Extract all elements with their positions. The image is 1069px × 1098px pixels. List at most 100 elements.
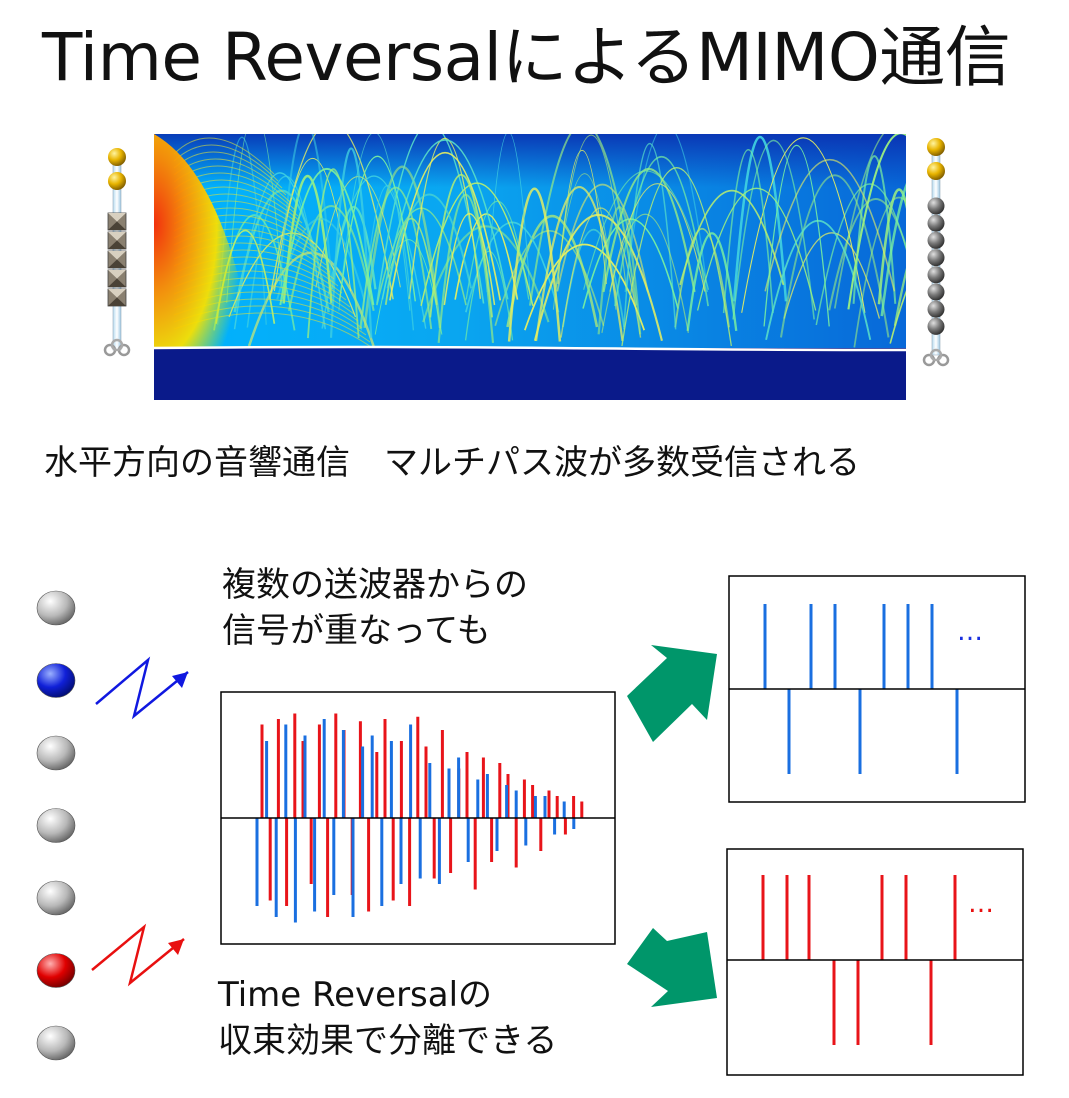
figure-caption: 水平方向の音響通信 マルチパス波が多数受信される xyxy=(44,443,860,483)
hydrophone-sphere-icon xyxy=(927,283,945,301)
multipath-arc xyxy=(359,186,433,330)
multipath-arc xyxy=(686,232,738,332)
multipath-arc xyxy=(338,155,416,302)
gold-sphere-icon xyxy=(108,172,126,190)
gold-sphere-icon xyxy=(927,162,945,180)
multipath-arc xyxy=(741,137,866,313)
pyramid-transducer-icon xyxy=(107,288,127,307)
multipath-arc xyxy=(523,243,646,331)
multipath-arc xyxy=(880,182,906,317)
blue-transmitter-sphere-icon xyxy=(36,663,76,698)
hydrophone-sphere-icon xyxy=(927,231,945,249)
multipath-arc xyxy=(376,134,485,304)
separation-note: Time Reversalの 収束効果で分離できる xyxy=(218,972,557,1064)
multipath-arc xyxy=(360,185,415,331)
seafloor-line xyxy=(154,345,906,352)
multipath-arc xyxy=(764,159,896,292)
multipath-arc xyxy=(732,135,788,302)
gray-transmitter-sphere-icon xyxy=(36,880,76,916)
multipath-arc xyxy=(506,215,599,328)
pyramid-transducer-icon xyxy=(107,269,127,288)
multipath-arc xyxy=(437,194,495,343)
left-transducer-array xyxy=(103,148,131,357)
hydrophone-sphere-icon xyxy=(927,317,945,335)
multipath-arc xyxy=(722,148,774,314)
multipath-arc xyxy=(601,213,689,333)
multipath-arc xyxy=(408,137,482,299)
multipath-arc xyxy=(833,134,885,309)
page-title: Time ReversalによるMIMO通信 xyxy=(42,19,1011,96)
hydrophone-spheres xyxy=(927,197,945,335)
gray-transmitter-sphere-icon xyxy=(36,735,76,771)
multipath-arc xyxy=(422,225,550,323)
multipath-arc xyxy=(507,187,562,342)
overlap-note-line-1: 複数の送波器からの xyxy=(222,565,528,605)
overlap-note: 複数の送波器からの 信号が重なっても xyxy=(222,562,528,654)
multipath-arc xyxy=(852,155,897,304)
multipath-arc xyxy=(696,187,817,311)
multipath-arc xyxy=(597,206,642,335)
multipath-arc xyxy=(828,198,906,311)
transmitter-column xyxy=(36,590,76,1061)
multipath-arc xyxy=(583,170,710,290)
red-separated-chart: … xyxy=(726,848,1024,1076)
multipath-arc xyxy=(609,183,706,292)
multipath-arc xyxy=(624,134,709,293)
separation-note-line-2: 収束効果で分離できる xyxy=(218,1021,558,1061)
multipath-arc xyxy=(555,134,628,291)
gray-transmitter-sphere-icon xyxy=(36,1025,76,1061)
red-transmitter-sphere-icon xyxy=(36,953,76,988)
multipath-arc xyxy=(534,186,624,342)
multipath-arc xyxy=(443,213,496,306)
hydrophone-sphere-icon xyxy=(927,266,945,284)
green-arrow-down-right xyxy=(627,928,717,1007)
gray-transmitter-sphere-icon xyxy=(36,808,76,843)
separation-note-line-1: Time Reversalの xyxy=(218,975,493,1015)
blue-separated-chart: … xyxy=(728,575,1026,803)
hydrophone-sphere-icon xyxy=(927,214,945,232)
multipath-arc xyxy=(889,290,906,344)
multipath-arc xyxy=(494,229,605,327)
anchor-icon xyxy=(103,338,131,357)
pyramid-transducer-icon xyxy=(107,231,127,250)
overlap-note-line-2: 信号が重なっても xyxy=(222,611,491,651)
multipath-arc xyxy=(420,182,534,307)
gold-sphere-icon xyxy=(108,148,126,166)
hydrophone-sphere-icon xyxy=(927,197,945,215)
near-source-wavefront xyxy=(173,137,275,175)
multipath-arc xyxy=(847,134,906,310)
multipath-arc xyxy=(815,183,906,326)
hydrophone-sphere-icon xyxy=(927,249,945,267)
multipath-arc xyxy=(464,250,514,341)
multipath-arc xyxy=(621,167,732,347)
pyramid-transducer-icon xyxy=(107,212,127,231)
right-receiver-array xyxy=(922,138,950,367)
multipath-arc xyxy=(779,174,890,338)
multipath-arc xyxy=(329,147,373,338)
multipath-arc xyxy=(465,200,530,300)
gold-sphere-icon xyxy=(927,138,945,156)
multipath-arc xyxy=(307,168,360,339)
multipath-arc xyxy=(429,174,494,318)
green-arrow-up-right xyxy=(627,645,717,742)
multipath-arc xyxy=(679,189,785,286)
pyramid-transducer-icon xyxy=(107,250,127,269)
multipath-arc xyxy=(282,175,333,304)
multipath-arc xyxy=(363,165,442,329)
gray-transmitter-sphere-icon xyxy=(36,590,76,626)
propagation-simulation-image xyxy=(154,134,906,400)
multipath-arc xyxy=(528,134,638,306)
multipath-arc xyxy=(381,139,509,300)
multipath-arc xyxy=(278,134,333,285)
seafloor-region xyxy=(154,348,906,400)
multipath-arc xyxy=(386,193,473,289)
near-source-wavefront xyxy=(173,144,279,182)
multipath-arc xyxy=(279,167,375,306)
multipath-arc xyxy=(763,145,830,327)
red-signal-arrow xyxy=(91,923,185,987)
pyramid-transducers xyxy=(107,212,127,307)
anchor-icon xyxy=(922,348,950,367)
hydrophone-sphere-icon xyxy=(927,300,945,318)
multipath-arc xyxy=(783,232,881,319)
